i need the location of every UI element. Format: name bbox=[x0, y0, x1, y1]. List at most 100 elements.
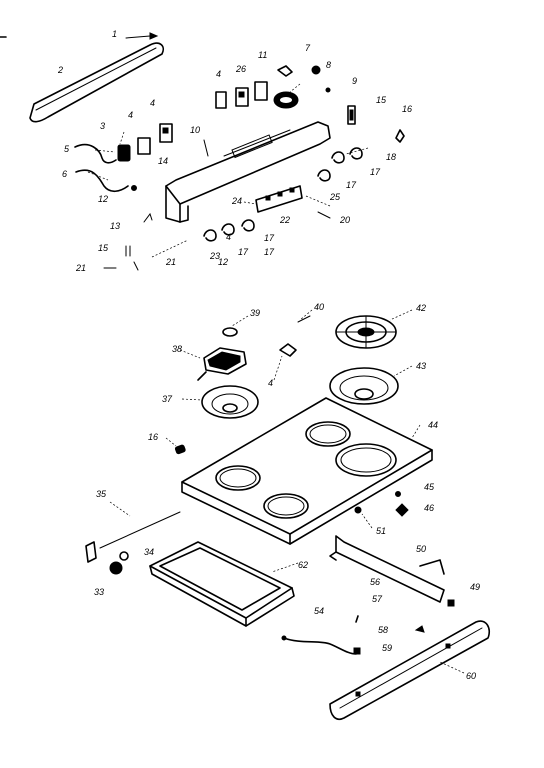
callout-17: 17 bbox=[370, 167, 381, 177]
callout-58: 58 bbox=[378, 625, 388, 635]
part-51-screw bbox=[354, 506, 362, 514]
part-16-spring bbox=[395, 129, 405, 143]
part-9-screw bbox=[325, 87, 331, 93]
callout-16: 16 bbox=[402, 104, 412, 114]
part-17-knob-c bbox=[221, 223, 235, 236]
part-54-wire bbox=[281, 635, 357, 655]
callout-2: 2 bbox=[57, 65, 63, 75]
lower-callouts: 39 40 42 38 4 43 37 44 16 45 35 46 51 50… bbox=[94, 302, 480, 681]
part-18-knob-a bbox=[331, 151, 345, 164]
callout-59: 59 bbox=[382, 643, 392, 653]
part-22-coil bbox=[273, 91, 299, 109]
part-45-screw bbox=[395, 491, 401, 497]
part-12-screw bbox=[131, 185, 137, 191]
upper-leader-lines bbox=[87, 83, 369, 258]
callout-23: 23 bbox=[209, 251, 220, 261]
callout-24: 24 bbox=[231, 196, 242, 206]
callout-6: 6 bbox=[62, 169, 67, 179]
callout-12: 12 bbox=[218, 257, 228, 267]
part-34-bushing bbox=[119, 551, 129, 561]
callout-57: 57 bbox=[372, 594, 383, 604]
callout-16: 16 bbox=[148, 432, 158, 442]
callout-56: 56 bbox=[370, 577, 380, 587]
callout-4: 4 bbox=[150, 98, 155, 108]
callout-33: 33 bbox=[94, 587, 104, 597]
callout-42: 42 bbox=[416, 303, 426, 313]
part-10-pin bbox=[203, 139, 209, 157]
part-17-knob-d bbox=[241, 219, 255, 232]
part-21-screw-b bbox=[133, 261, 139, 271]
callout-15: 15 bbox=[98, 243, 109, 253]
part-5-wire bbox=[74, 143, 117, 164]
part-26-switch bbox=[235, 87, 249, 107]
callout-43: 43 bbox=[416, 361, 426, 371]
part-8-knob bbox=[311, 65, 321, 75]
callout-3: 3 bbox=[100, 121, 105, 131]
part-15-clip bbox=[125, 245, 131, 257]
callout-46: 46 bbox=[424, 503, 434, 513]
callout-44: 44 bbox=[428, 420, 438, 430]
lower-leader-lines bbox=[109, 309, 465, 674]
callout-17: 17 bbox=[238, 247, 249, 257]
part-37-drip-pan bbox=[201, 385, 259, 419]
callout-21: 21 bbox=[75, 263, 86, 273]
callout-4: 4 bbox=[128, 110, 133, 120]
part-42-coil-element bbox=[335, 315, 397, 349]
callout-12: 12 bbox=[98, 194, 108, 204]
part-60-front-trim bbox=[329, 620, 491, 720]
callout-22: 22 bbox=[279, 215, 290, 225]
part-58-nut bbox=[353, 647, 361, 655]
part-57-pin bbox=[355, 615, 359, 623]
callout-21: 21 bbox=[165, 257, 176, 267]
callout-62: 62 bbox=[298, 560, 308, 570]
part-7-clip bbox=[277, 65, 293, 77]
callout-54: 54 bbox=[314, 606, 324, 616]
part-62-glass-panel bbox=[149, 541, 295, 627]
callout-7: 7 bbox=[305, 43, 311, 53]
callout-34: 34 bbox=[144, 547, 154, 557]
callout-4: 4 bbox=[268, 378, 273, 388]
part-38-terminal bbox=[197, 347, 247, 381]
part-4-switch-b bbox=[159, 123, 173, 143]
part-16-clip bbox=[174, 444, 186, 455]
part-11-switch bbox=[254, 81, 268, 101]
callout-13: 13 bbox=[110, 221, 120, 231]
callout-17: 17 bbox=[264, 233, 275, 243]
callout-35: 35 bbox=[96, 489, 107, 499]
part-35-support-rod bbox=[85, 511, 181, 563]
callout-60: 60 bbox=[466, 671, 476, 681]
part-44-cooktop bbox=[181, 397, 433, 545]
part-13-clip bbox=[143, 212, 153, 223]
part-43-drip-pan bbox=[329, 367, 399, 405]
callout-10: 10 bbox=[190, 125, 200, 135]
part-15-bracket bbox=[347, 105, 356, 125]
callout-40: 40 bbox=[314, 302, 324, 312]
part-4-clamp bbox=[279, 343, 297, 357]
callout-39: 39 bbox=[250, 308, 260, 318]
callout-1: 1 bbox=[112, 29, 117, 39]
part-33-knob bbox=[109, 561, 123, 575]
callout-25: 25 bbox=[329, 192, 341, 202]
part-39-cap bbox=[222, 327, 238, 337]
callout-17: 17 bbox=[264, 247, 275, 257]
part-49-clip bbox=[447, 599, 455, 607]
callout-9: 9 bbox=[352, 76, 357, 86]
part-50-rail bbox=[329, 535, 445, 603]
part-18-knob-b bbox=[349, 147, 363, 160]
callout-17: 17 bbox=[346, 180, 357, 190]
callout-5: 5 bbox=[64, 144, 70, 154]
part-3-switch bbox=[117, 144, 131, 162]
part-20-clip bbox=[317, 211, 331, 219]
callout-8: 8 bbox=[326, 60, 331, 70]
callout-26: 26 bbox=[235, 64, 246, 74]
part-59-clip bbox=[414, 625, 425, 633]
part-40-clip bbox=[297, 315, 311, 323]
callout-11: 11 bbox=[258, 50, 267, 60]
part-17-knob-a bbox=[317, 169, 331, 182]
part-2-trim-strip bbox=[29, 42, 165, 123]
callout-15: 15 bbox=[376, 95, 387, 105]
callout-49: 49 bbox=[470, 582, 480, 592]
part-46-clip bbox=[395, 503, 409, 517]
callout-4: 4 bbox=[226, 232, 231, 242]
